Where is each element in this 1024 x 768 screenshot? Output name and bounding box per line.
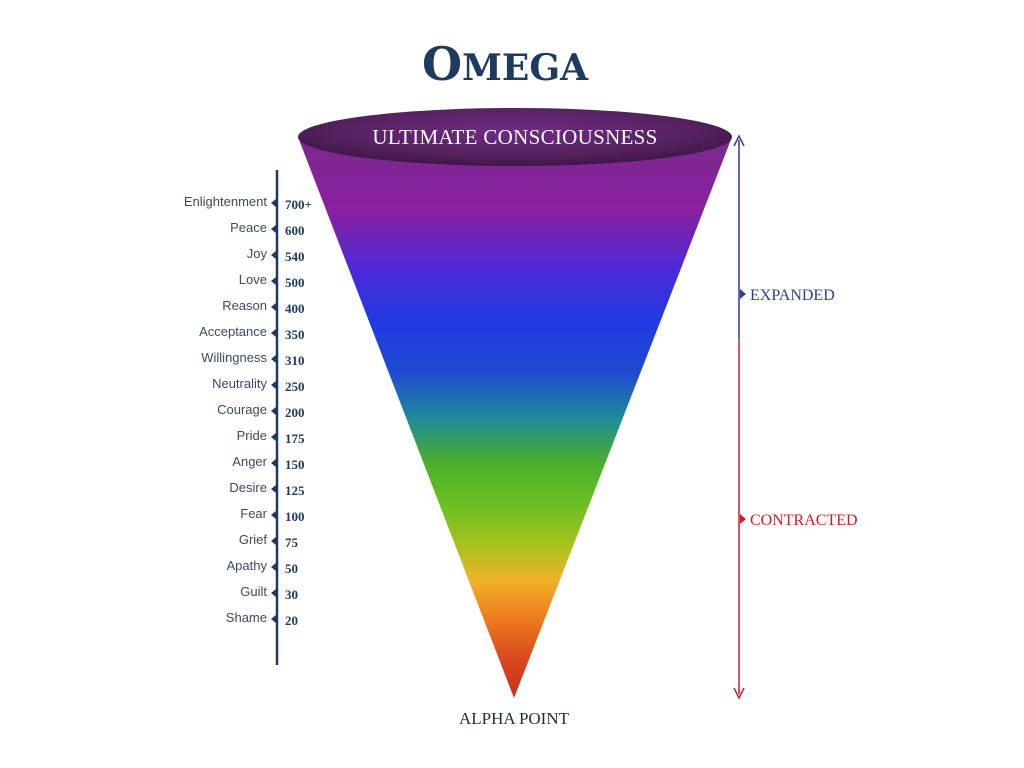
level-item: Grief 75 bbox=[239, 532, 299, 550]
title-rest: MEGA bbox=[462, 47, 589, 89]
level-value: 50 bbox=[285, 561, 298, 576]
level-item: Courage 200 bbox=[217, 402, 304, 420]
diagram-title: OMEGA bbox=[422, 37, 589, 91]
level-value: 125 bbox=[285, 483, 305, 498]
expanded-arrowhead bbox=[733, 134, 745, 147]
level-item: Reason 400 bbox=[222, 298, 304, 316]
level-value: 20 bbox=[285, 613, 298, 628]
level-value: 400 bbox=[285, 301, 305, 316]
level-item: Enlightenment 700+ bbox=[184, 194, 312, 212]
level-tick bbox=[271, 251, 276, 259]
title-initial: O bbox=[422, 37, 462, 91]
level-value: 500 bbox=[285, 275, 305, 290]
level-value: 700+ bbox=[285, 197, 312, 212]
level-name: Willingness bbox=[201, 350, 267, 365]
level-item: Peace 600 bbox=[230, 220, 304, 238]
level-tick bbox=[271, 459, 276, 467]
contracted-label: CONTRACTED bbox=[750, 512, 858, 529]
level-item: Desire 125 bbox=[229, 480, 305, 498]
level-name: Grief bbox=[239, 532, 268, 547]
level-value: 310 bbox=[285, 353, 305, 368]
level-tick bbox=[271, 381, 276, 389]
level-name: Acceptance bbox=[199, 324, 267, 339]
level-value: 200 bbox=[285, 405, 305, 420]
level-tick bbox=[271, 615, 276, 623]
level-name: Desire bbox=[229, 480, 267, 495]
level-tick bbox=[271, 225, 276, 233]
level-tick bbox=[271, 589, 276, 597]
level-item: Guilt 30 bbox=[240, 584, 298, 602]
contracted-arrowhead bbox=[733, 687, 745, 700]
level-tick bbox=[271, 303, 276, 311]
level-tick bbox=[271, 355, 276, 363]
level-item: Love 500 bbox=[239, 272, 305, 290]
expanded-label: EXPANDED bbox=[750, 287, 835, 304]
contracted-marker bbox=[740, 514, 746, 524]
level-name: Fear bbox=[240, 506, 267, 521]
cone-rim bbox=[298, 108, 732, 166]
level-value: 75 bbox=[285, 535, 299, 550]
level-item: Acceptance 350 bbox=[199, 324, 304, 342]
level-item: Anger 150 bbox=[232, 454, 304, 472]
level-item: Shame 20 bbox=[226, 610, 298, 628]
level-tick bbox=[271, 511, 276, 519]
level-item: Joy 540 bbox=[247, 246, 305, 264]
level-item: Fear 100 bbox=[240, 506, 304, 524]
level-value: 175 bbox=[285, 431, 305, 446]
level-value: 250 bbox=[285, 379, 305, 394]
rim-label: ULTIMATE CONSCIOUSNESS bbox=[372, 125, 657, 149]
level-tick bbox=[271, 563, 276, 571]
level-value: 350 bbox=[285, 327, 305, 342]
level-value: 30 bbox=[285, 587, 298, 602]
expanded-marker bbox=[740, 289, 746, 299]
level-name: Joy bbox=[247, 246, 268, 261]
level-tick bbox=[271, 433, 276, 441]
alpha-point-label: ALPHA POINT bbox=[459, 709, 570, 728]
level-tick bbox=[271, 199, 276, 207]
consciousness-cone bbox=[298, 137, 732, 698]
level-value: 600 bbox=[285, 223, 305, 238]
level-name: Guilt bbox=[240, 584, 267, 599]
level-name: Pride bbox=[237, 428, 267, 443]
level-tick bbox=[271, 407, 276, 415]
level-tick bbox=[271, 537, 276, 545]
level-name: Courage bbox=[217, 402, 267, 417]
level-item: Willingness 310 bbox=[201, 350, 304, 368]
level-value: 100 bbox=[285, 509, 305, 524]
level-name: Apathy bbox=[227, 558, 268, 573]
level-item: Neutrality 250 bbox=[212, 376, 304, 394]
level-item: Pride 175 bbox=[237, 428, 305, 446]
level-name: Enlightenment bbox=[184, 194, 267, 209]
level-name: Anger bbox=[232, 454, 267, 469]
level-value: 540 bbox=[285, 249, 305, 264]
level-name: Love bbox=[239, 272, 267, 287]
level-name: Neutrality bbox=[212, 376, 267, 391]
level-name: Reason bbox=[222, 298, 267, 313]
level-name: Peace bbox=[230, 220, 267, 235]
level-name: Shame bbox=[226, 610, 267, 625]
level-tick bbox=[271, 277, 276, 285]
level-value: 150 bbox=[285, 457, 305, 472]
level-tick bbox=[271, 485, 276, 493]
level-tick bbox=[271, 329, 276, 337]
level-item: Apathy 50 bbox=[227, 558, 298, 576]
